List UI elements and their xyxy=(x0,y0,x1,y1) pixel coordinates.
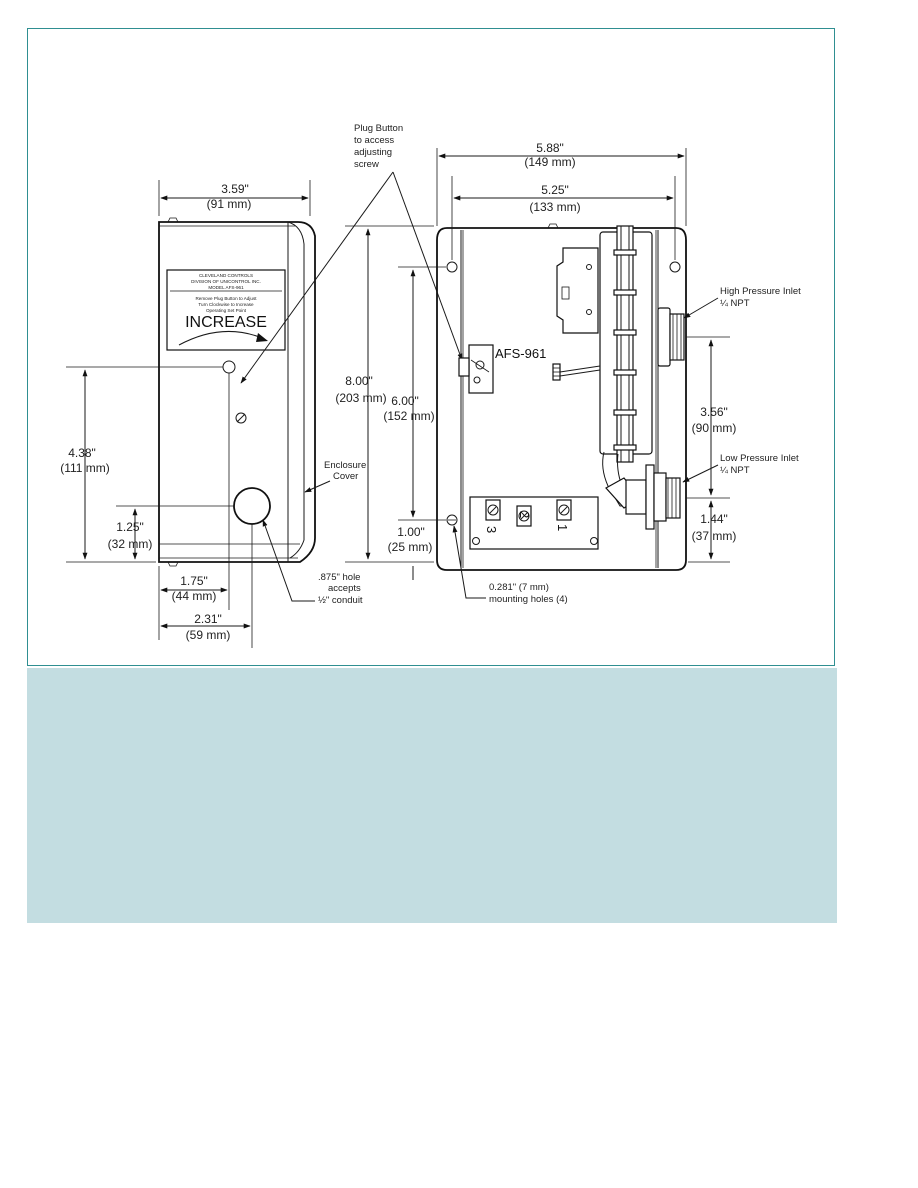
plug-button-note: Plug Button to access adjusting screw xyxy=(240,123,463,384)
label-line6: Operating Set Point xyxy=(206,308,247,313)
increase-text: INCREASE xyxy=(185,314,267,331)
overall-height-dim-mm: (203 mm) xyxy=(335,391,386,405)
info-panel xyxy=(27,668,837,923)
conduit-offset-dim-inch: 2.31" xyxy=(194,612,222,626)
overall-width-dim-mm: (149 mm) xyxy=(524,155,575,169)
conduit-height-dim-mm: (32 mm) xyxy=(108,537,153,551)
conduit-offset-dim-mm: (59 mm) xyxy=(186,628,231,642)
conduit-note-line1: .875" hole xyxy=(318,572,360,583)
plug-note-line2: to access xyxy=(354,135,394,146)
low-inlet-line1: Low Pressure Inlet xyxy=(720,453,799,464)
plug-offset-dim-inch: 1.75" xyxy=(180,574,208,588)
hole-height-dim-mm: (152 mm) xyxy=(383,409,434,423)
front-view: CLEVELAND CONTROLS DIVISION OF UNICONTRO… xyxy=(60,180,366,648)
high-inlet-line1: High Pressure Inlet xyxy=(720,286,801,297)
bracket xyxy=(556,247,599,334)
plug-note-line1: Plug Button xyxy=(354,123,403,134)
width-dim-inch: 3.59" xyxy=(221,182,249,196)
conduit-height-dim-inch: 1.25" xyxy=(116,520,144,534)
label-line4: Remove Plug Button to Adjust xyxy=(195,296,257,301)
hole-width-dim-inch: 5.25" xyxy=(541,183,569,197)
overall-width-dim-inch: 5.88" xyxy=(536,141,564,155)
plug-note-line3: adjusting xyxy=(354,147,392,158)
conduit-hole xyxy=(233,487,271,525)
screw-icon xyxy=(235,412,247,424)
diaphragm-stack xyxy=(616,225,634,463)
height-dim-mm: (111 mm) xyxy=(60,461,110,475)
width-dim-mm: (91 mm) xyxy=(207,197,252,211)
low-inlet-line2: ¼ NPT xyxy=(720,465,750,476)
enclosure-cover-line2: Cover xyxy=(333,471,358,482)
terminal-1: 1 xyxy=(555,524,570,531)
nameplate xyxy=(166,269,286,351)
mounting-note-line2: mounting holes (4) xyxy=(489,594,568,605)
bottom-hole-dim-mm: (25 mm) xyxy=(388,540,433,554)
mounting-hole xyxy=(446,514,458,526)
bottom-hole-dim-inch: 1.00" xyxy=(397,525,425,539)
plug-offset-dim-mm: (44 mm) xyxy=(172,589,217,603)
terminal-3: 3 xyxy=(484,526,499,533)
terminal-screw-icon xyxy=(516,505,532,527)
terminal-2: 2 xyxy=(517,511,532,518)
conduit-note-line3: ½" conduit xyxy=(318,595,363,606)
low-inlet-dim-mm: (37 mm) xyxy=(692,529,737,543)
side-view: AFS-961 2 3 1 xyxy=(335,141,801,605)
plug-note-line4: screw xyxy=(354,159,379,170)
high-inlet-line2: ¼ NPT xyxy=(720,298,750,309)
inlet-spacing-dim-inch: 3.56" xyxy=(700,405,728,419)
terminal-screw-icon xyxy=(485,499,501,521)
terminal-screw-icon xyxy=(556,499,572,521)
increase-arrow-icon xyxy=(178,330,263,346)
height-dim-inch: 4.38" xyxy=(68,446,96,460)
model-label: AFS-961 xyxy=(495,346,546,361)
mounting-hole xyxy=(446,261,458,273)
inlet-spacing-dim-mm: (90 mm) xyxy=(692,421,737,435)
mounting-note-line1: 0.281" (7 mm) xyxy=(489,582,549,593)
label-line3: MODEL AFS-961 xyxy=(208,285,244,290)
label-line1: CLEVELAND CONTROLS xyxy=(199,273,253,278)
drawing-frame xyxy=(27,28,835,666)
plug-button xyxy=(222,360,236,374)
overall-height-dim-inch: 8.00" xyxy=(345,374,373,388)
hole-width-dim-mm: (133 mm) xyxy=(529,200,580,214)
enclosure-cover-line1: Enclosure xyxy=(324,460,366,471)
mounting-hole xyxy=(669,261,681,273)
conduit-note-line2: accepts xyxy=(328,583,361,594)
label-line2: DIVISION OF UNICONTROL INC. xyxy=(191,279,261,284)
label-line5: Turn Clockwise to Increase xyxy=(198,302,254,307)
low-inlet-dim-inch: 1.44" xyxy=(700,512,728,526)
hole-height-dim-inch: 6.00" xyxy=(391,394,419,408)
